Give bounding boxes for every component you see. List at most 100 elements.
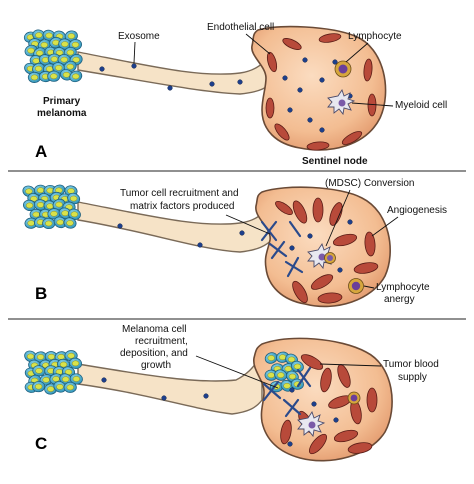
melanoma-cell-nucleus: [26, 353, 35, 360]
melanoma-cell-nucleus: [277, 372, 285, 378]
lymphatic-vessel: [77, 48, 277, 95]
melanoma-cell-nucleus: [278, 354, 287, 361]
melanoma-cell-nucleus: [69, 195, 78, 202]
melanoma-cell-nucleus: [32, 57, 40, 64]
melanoma-cell-nucleus: [59, 361, 68, 368]
label-supply: supply: [398, 372, 427, 383]
melanoma-cell-nucleus: [46, 187, 54, 194]
melanoma-cell-nucleus: [283, 382, 291, 389]
melanoma-cell-nucleus: [42, 376, 50, 383]
melanoma-cell-nucleus: [30, 74, 39, 81]
melanoma-cell-nucleus: [34, 65, 43, 72]
myeloid-cell: [307, 242, 336, 270]
panel-a: Exosome Endothelial cell Lymphocyte Prim…: [23, 22, 447, 167]
myeloid-cell: [327, 88, 356, 116]
melanoma-cell-nucleus: [27, 47, 35, 54]
extracellular-matrix: [262, 366, 312, 418]
label-melanoma: melanoma: [37, 108, 87, 119]
label-angiogenesis: Angiogenesis: [387, 205, 447, 216]
label-mdsc-conversion: (MDSC) Conversion: [325, 178, 414, 189]
melanoma-cell-nucleus: [47, 386, 55, 392]
melanoma-cell-nucleus: [287, 356, 296, 363]
melanoma-cell-nucleus: [293, 363, 302, 370]
melanoma-cell-nucleus: [55, 49, 64, 56]
label-sentinel-node: Sentinel node: [302, 156, 368, 167]
melanoma-cell-nucleus: [67, 33, 76, 39]
melanoma-cell-nucleus: [60, 56, 68, 63]
melanoma-cell-nucleus: [55, 65, 63, 71]
label-lymphocyte-anergy-2: anergy: [384, 294, 415, 305]
melanoma-cell-nucleus: [41, 57, 50, 63]
melanoma-cell-nucleus: [66, 384, 74, 391]
melanoma-cell-nucleus: [71, 41, 80, 48]
melanoma-cell-nucleus: [35, 367, 43, 374]
melanoma-cell-nucleus: [50, 56, 58, 62]
melanoma-cell-nucleus: [36, 187, 45, 194]
melanoma-cell-nucleus: [72, 376, 80, 382]
label-recruitment: recruitment,: [135, 336, 188, 347]
melanoma-cell-cluster: [24, 350, 83, 395]
melanoma-cell-nucleus: [25, 202, 34, 209]
melanoma-cell-nucleus: [72, 56, 80, 63]
melanoma-cell-nucleus: [27, 220, 35, 227]
melanoma-cell-nucleus: [72, 73, 80, 80]
melanoma-cell-nucleus: [35, 32, 43, 39]
melanoma-cell-nucleus: [45, 66, 54, 72]
label-lymphocyte: Lymphocyte: [348, 31, 402, 42]
label-matrix-factors: matrix factors produced: [130, 201, 235, 212]
label-deposition: deposition, and: [120, 348, 188, 359]
melanoma-cell-nucleus: [25, 188, 33, 195]
melanoma-cell-nucleus: [61, 41, 69, 47]
melanoma-cell-cluster: [22, 184, 81, 230]
melanoma-cell-nucleus: [62, 376, 70, 383]
exosomes: [99, 57, 353, 133]
melanoma-cell-nucleus: [52, 39, 60, 46]
lymph-node: [251, 25, 387, 151]
melanoma-cell-nucleus: [56, 384, 64, 390]
panel-c: Melanoma cell recruitment, deposition, a…: [24, 324, 439, 462]
exosomes: [117, 219, 353, 273]
melanoma-cell-nucleus: [67, 352, 75, 359]
lymphocyte: [348, 278, 364, 294]
label-exosome: Exosome: [118, 31, 160, 42]
lymphatic-vessel: [77, 354, 263, 415]
melanoma-cell-nucleus: [284, 365, 292, 372]
endothelial-cells: [265, 33, 377, 151]
lymphocyte: [334, 60, 352, 78]
melanoma-cell-nucleus: [36, 354, 45, 360]
melanoma-cell-nucleus: [67, 188, 75, 194]
melanoma-cell-nucleus: [66, 49, 74, 56]
melanoma-cell-nucleus: [32, 211, 40, 218]
melanoma-cell-nucleus: [40, 42, 48, 48]
melanoma-cell-nucleus: [288, 373, 297, 380]
label-recruitment: Tumor cell recruitment and: [120, 188, 239, 199]
melanoma-cell-nucleus: [50, 73, 58, 80]
exosomes: [101, 377, 339, 447]
melanoma-cell-nucleus: [45, 32, 53, 39]
melanoma-cell-nucleus: [71, 360, 80, 367]
melanoma-cell-nucleus: [55, 201, 63, 208]
melanoma-cell-nucleus: [66, 63, 74, 70]
melanoma-cell-nucleus: [34, 383, 43, 390]
label-endothelial-cell: Endothelial cell: [207, 22, 274, 33]
melanoma-cell-nucleus: [267, 372, 275, 379]
melanoma-cell-nucleus: [46, 203, 54, 210]
melanoma-cell-nucleus: [47, 353, 56, 360]
melanoma-cell-nucleus: [70, 211, 79, 218]
melanoma-cell-nucleus: [66, 220, 74, 226]
label-myeloid-cell: Myeloid cell: [395, 100, 447, 111]
melanoma-cell-nucleus: [52, 376, 60, 382]
panel-b: Tumor cell recruitment and matrix factor…: [22, 178, 447, 308]
label-lymphocyte-anergy-1: Lymphocyte: [376, 282, 430, 293]
melanoma-cell-nucleus: [57, 354, 65, 360]
melanoma-cell-nucleus: [267, 355, 275, 361]
label-growth: growth: [141, 360, 171, 371]
label-melanoma-cell: Melanoma cell: [122, 324, 186, 335]
melanoma-cell-nucleus: [36, 202, 45, 208]
label-primary: Primary: [43, 96, 81, 107]
melanoma-cell-nucleus: [45, 220, 53, 227]
melanoma-cell-nucleus: [50, 210, 58, 217]
melanoma-cell-nucleus: [62, 71, 71, 78]
